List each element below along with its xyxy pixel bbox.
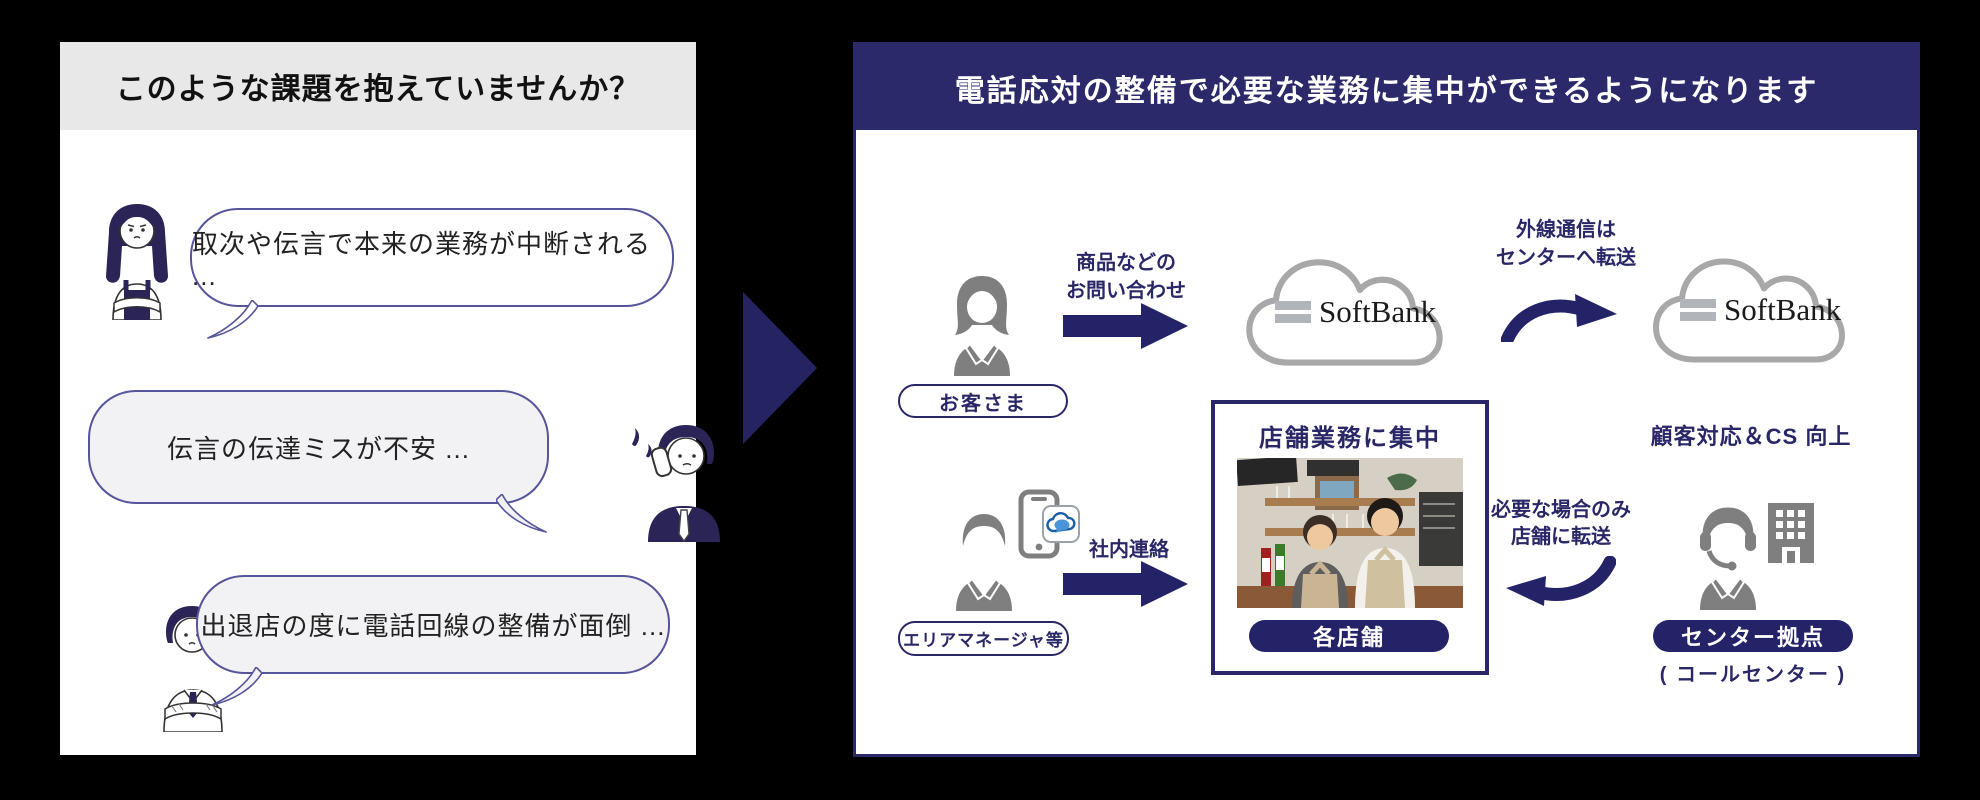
problem-text-2: 伝言の伝達ミスが不安 ... xyxy=(167,433,470,464)
building-icon xyxy=(1768,503,1814,569)
problem-bubble-1: 取次や伝言で本来の業務が中断される ... xyxy=(190,208,674,339)
problem-bubble-3: 出退店の度に電話回線の整備が面倒 ... xyxy=(196,575,670,706)
problem-panel: このような課題を抱えていませんか？ 取次や伝言で本来の業務が中断される ... … xyxy=(60,42,720,755)
internal-contact-label: 社内連絡 xyxy=(1089,539,1169,561)
problem-text-1: 取次や伝言で本来の業務が中断される ... xyxy=(192,228,652,291)
bubble-tail-icon xyxy=(207,300,258,339)
solution-panel-title: 電話応対の整備で必要な業務に集中ができるようになります xyxy=(954,74,1819,108)
center-pill: センター拠点 xyxy=(1653,620,1853,652)
problem-bubble-2: 伝言の伝達ミスが不安 ... xyxy=(88,390,549,533)
dizzy-man-icon xyxy=(146,602,246,733)
store-pill: 各店舗 xyxy=(1249,620,1449,652)
customer-person-icon xyxy=(946,274,1018,376)
customer-pill: お客さま xyxy=(898,384,1068,418)
softbank-bars-icon xyxy=(1275,301,1311,323)
store-box-title: 店舗業務に集中 xyxy=(1259,425,1441,452)
problem-text-3: 出退店の度に電話回線の整備が面倒 ... xyxy=(200,611,666,641)
softbank-cloud-2: SoftBank xyxy=(1640,245,1860,378)
inquiry-label: 商品などの お問い合わせ xyxy=(1066,252,1186,302)
manager-person-icon xyxy=(948,511,1020,611)
problem-panel-title: このような課題を抱えていませんか？ xyxy=(115,73,641,106)
man-on-phone-icon xyxy=(620,422,738,544)
worried-woman-icon xyxy=(93,200,181,321)
store-staff-photo xyxy=(1236,455,1463,608)
softbank-cloud-1: SoftBank xyxy=(1233,246,1458,381)
manager-pill: エリアマネージャ等 xyxy=(898,621,1069,656)
center-sub-label: ( コールセンター ) xyxy=(1659,664,1847,686)
curved-arrow-left-icon xyxy=(1506,556,1616,606)
solution-panel: 電話応対の整備で必要な業務に集中ができるようになります 商品などの お問い合わせ… xyxy=(853,42,1920,757)
curved-arrow-right-icon xyxy=(1501,294,1617,342)
operator-headset-icon xyxy=(1689,506,1767,610)
bubble-tail-icon xyxy=(496,494,547,533)
softbank-logo: SoftBank xyxy=(1680,292,1841,328)
cloud-app-badge-icon xyxy=(1042,505,1080,543)
problem-panel-header: このような課題を抱えていませんか？ xyxy=(60,42,696,130)
bubble-tail-icon xyxy=(211,667,262,706)
right-arrow-icon xyxy=(1063,561,1188,607)
transfer-note: 必要な場合のみ 店舗に転送 xyxy=(1491,499,1631,548)
softbank-bars-icon xyxy=(1680,299,1716,321)
right-arrow-icon xyxy=(1063,303,1188,349)
solution-panel-header: 電話応対の整備で必要な業務に集中ができるようになります xyxy=(856,45,1917,130)
forward-note: 外線通信は センターへ転送 xyxy=(1496,219,1636,269)
panel-transition-arrow-icon xyxy=(743,292,817,444)
softbank-logo: SoftBank xyxy=(1275,294,1436,330)
cs-note: 顧客対応＆CS 向上 xyxy=(1650,424,1852,449)
store-focus-box: 店舗業務に集中 xyxy=(1211,400,1489,675)
